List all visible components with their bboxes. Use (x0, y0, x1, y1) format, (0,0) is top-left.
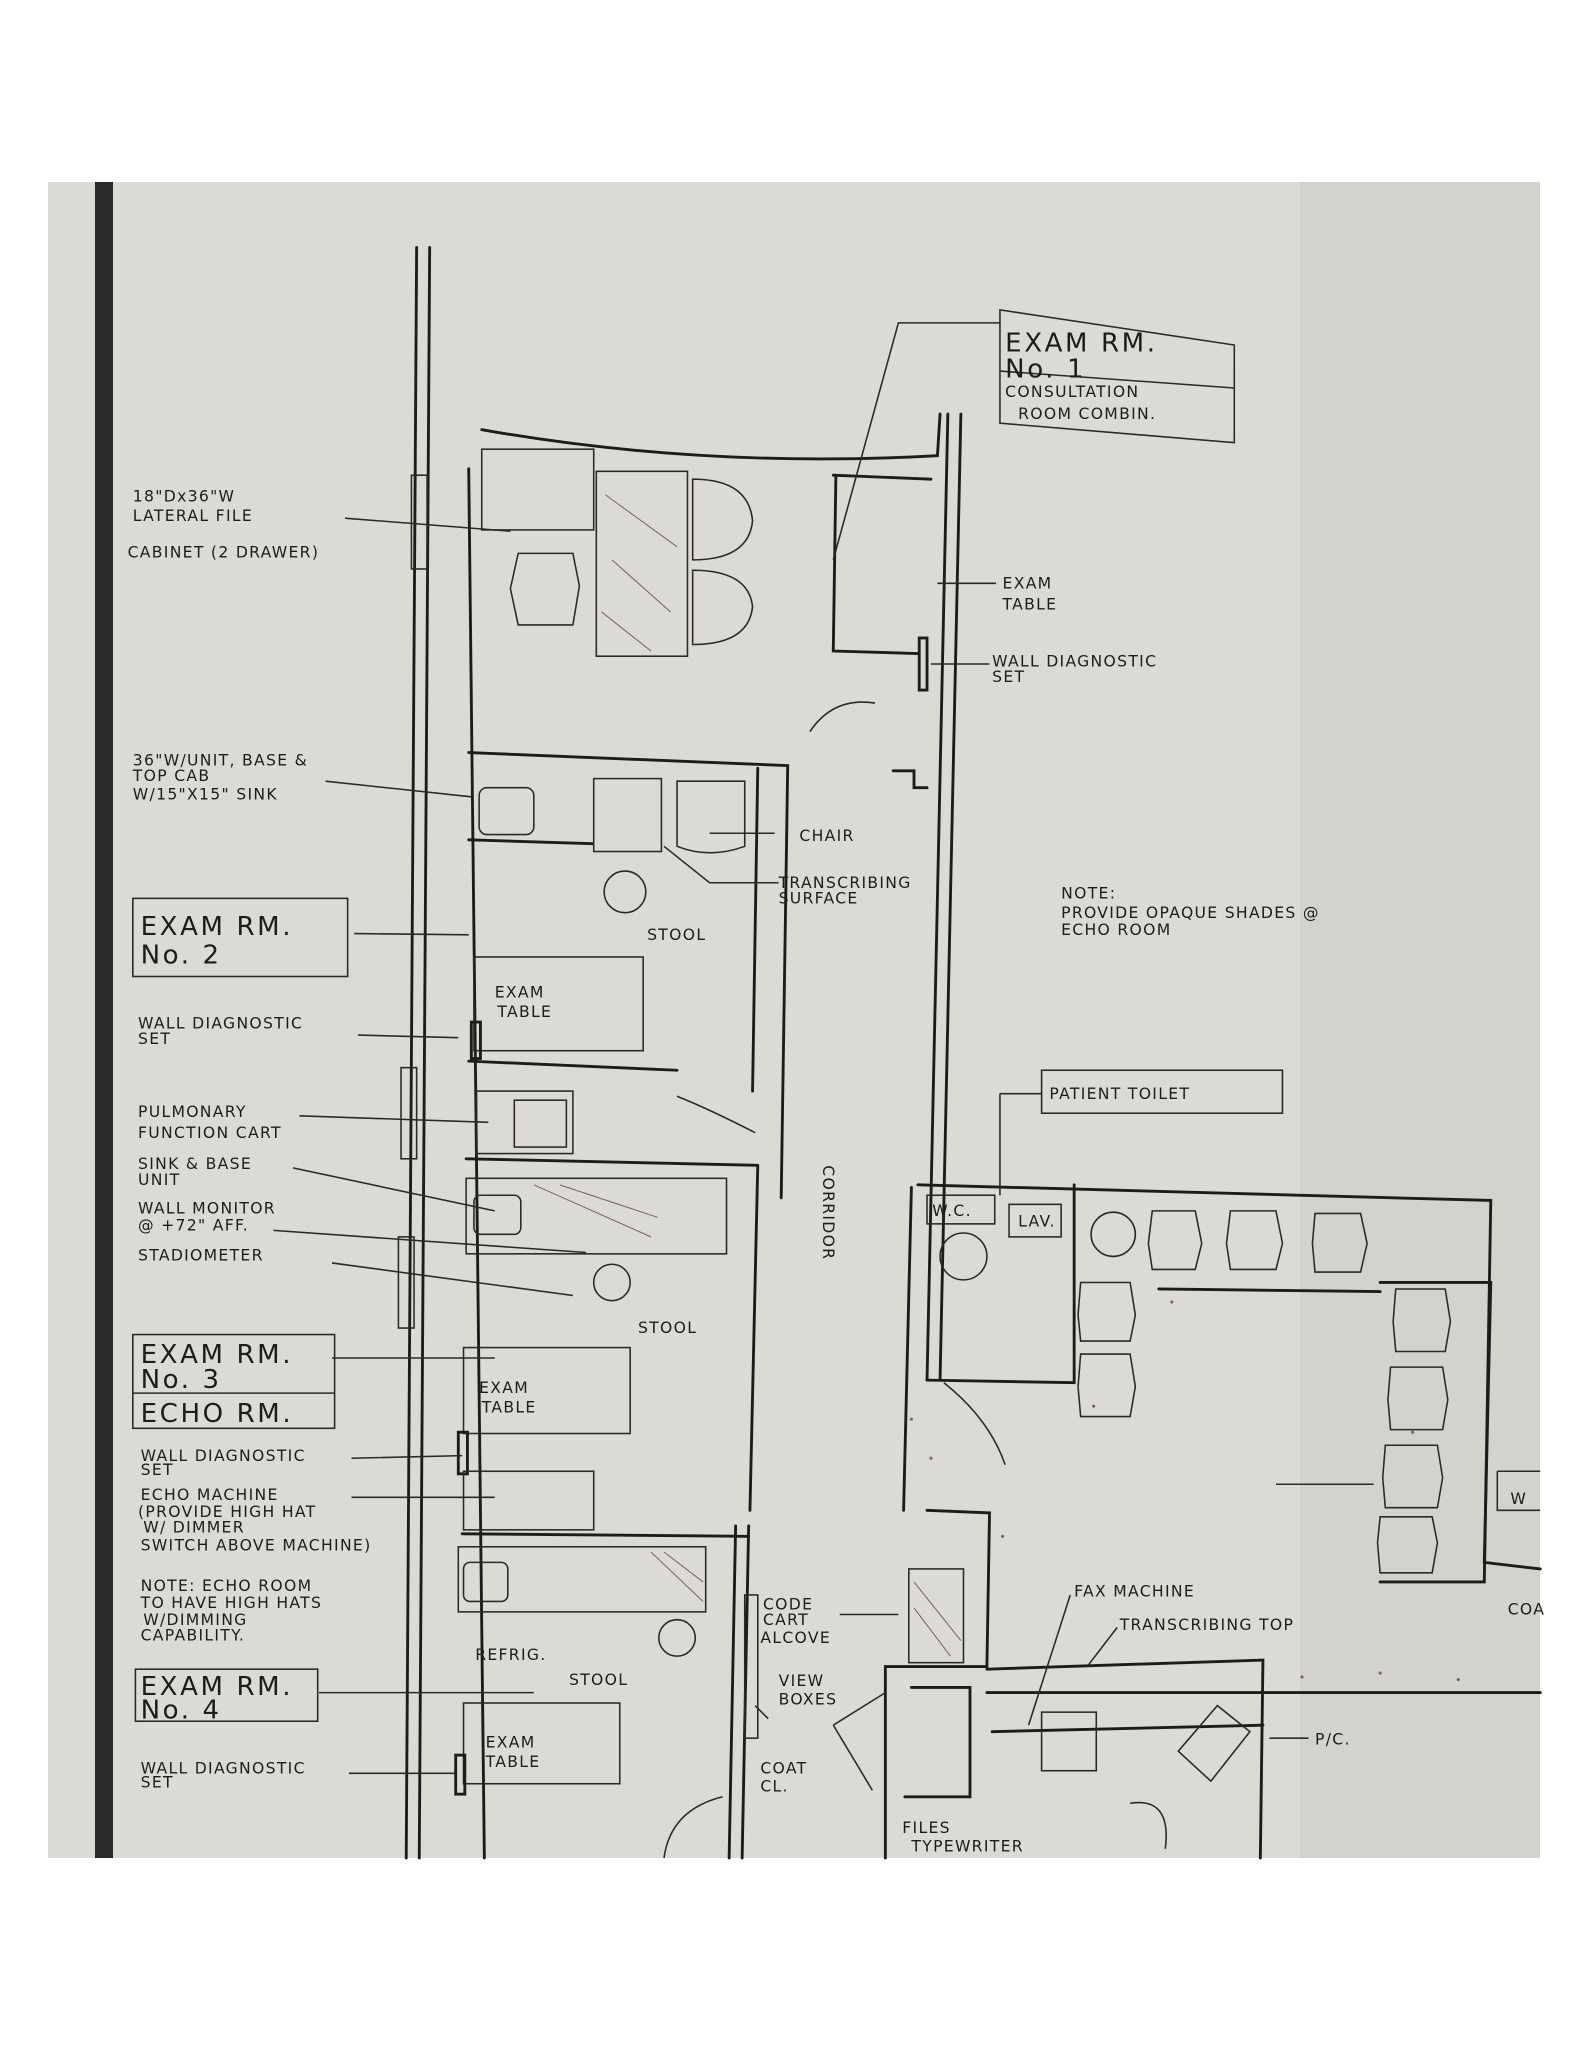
wall-diag-3-label-2: SET (141, 1461, 174, 1479)
exam-table-2-label-2: TABLE (496, 1003, 552, 1021)
wall-monitor-label-2: @ +72" AFF. (138, 1216, 249, 1234)
exam-room-3-number: No. 3 (141, 1365, 222, 1395)
file-cabinet-label-1: 18"Dx36"W (133, 487, 236, 505)
windows (397, 474, 759, 1739)
exam-room-2-tag: EXAM RM. No. 2 (141, 912, 293, 971)
pulmonary-cart-label-2: FUNCTION CART (138, 1124, 282, 1142)
wall-diag-3-label-1: WALL DIAGNOSTIC (141, 1447, 306, 1465)
transcribing-surface-label-1: TRANSCRIBING (778, 874, 912, 892)
annotations: 18"Dx36"W LATERAL FILE CABINET (2 DRAWER… (128, 487, 1546, 1855)
exam-room-1-tag: EXAM RM. No. 1 CONSULTATION ROOM COMBIN. (1005, 329, 1157, 424)
echo-machine-label-1: ECHO MACHINE (141, 1486, 279, 1504)
sink-base-label-2: UNIT (138, 1171, 180, 1189)
code-cart-label-3: ALCOVE (760, 1629, 831, 1647)
exam-room-3-tag: EXAM RM. No. 3 ECHO RM. (141, 1340, 294, 1429)
stool-2-label: STOOL (638, 1319, 697, 1337)
exam-table-3-label-2: TABLE (481, 1399, 537, 1417)
exam-room-3-title: EXAM RM. (141, 1340, 293, 1370)
note-shades-label-2: PROVIDE OPAQUE SHADES @ (1061, 904, 1320, 922)
partial-coa-label: COA (1508, 1600, 1546, 1618)
transcribing-top-label: TRANSCRIBING TOP (1119, 1616, 1294, 1634)
note-echo-label-3: W/DIMMING (143, 1611, 247, 1629)
stool-3-label: STOOL (569, 1671, 628, 1689)
exam-table-4-label-1: EXAM (486, 1733, 536, 1751)
leader-lines (273, 322, 1309, 1775)
nurse-station-furniture (832, 1568, 1252, 1849)
echo-machine-label-3: W/ DIMMER (143, 1518, 245, 1536)
note-shades-label-1: NOTE: (1061, 884, 1116, 902)
stadiometer-label: STADIOMETER (138, 1246, 264, 1264)
sink-unit-label-1: 36"W/UNIT, BASE & (133, 752, 308, 770)
echo-machine-label-2: (PROVIDE HIGH HAT (138, 1503, 317, 1521)
exam-room-2-title: EXAM RM. (141, 912, 293, 942)
exam-room-1-furniture (480, 448, 929, 733)
wall-diag-2-label-2: SET (138, 1030, 171, 1048)
exam-room-3-furniture (456, 1177, 728, 1531)
exam-room-4-title: EXAM RM. (141, 1672, 293, 1702)
sink-unit-label-3: W/15"X15" SINK (133, 785, 278, 803)
stool-1-label: STOOL (647, 926, 706, 944)
coat-closet-label-1: COAT (760, 1759, 807, 1777)
exam-room-1-title: EXAM RM. (1005, 329, 1157, 359)
toilet-and-waiting-furniture (909, 1194, 1541, 1682)
consultation-label: CONSULTATION (1005, 383, 1139, 401)
exam-table-4-label-2: TABLE (485, 1753, 541, 1771)
exam-table-3-label-1: EXAM (479, 1379, 529, 1397)
view-boxes-label-1: VIEW (779, 1672, 825, 1690)
room-tag-boxes (132, 308, 1284, 1723)
pulmonary-cart-label-1: PULMONARY (138, 1103, 247, 1121)
exam-room-1-number: No. 1 (1005, 355, 1086, 385)
coat-closet-label-2: CL. (760, 1778, 788, 1796)
view-boxes-label-2: BOXES (779, 1690, 838, 1708)
lav-label: LAV. (1018, 1212, 1056, 1230)
walls (404, 245, 1542, 1860)
chair-label: CHAIR (799, 827, 854, 845)
sink-unit-label-2: TOP CAB (132, 767, 211, 785)
wc-label: W.C. (932, 1202, 972, 1220)
wall-monitor-label-1: WALL MONITOR (138, 1199, 276, 1217)
plan-drawing: EXAM RM. No. 1 CONSULTATION ROOM COMBIN.… (128, 245, 1546, 1860)
wall-diag-4-label-1: WALL DIAGNOSTIC (141, 1759, 306, 1777)
echo-machine-label-4: SWITCH ABOVE MACHINE) (141, 1537, 372, 1555)
note-echo-label-4: CAPABILITY. (141, 1627, 245, 1645)
files-label: FILES (902, 1819, 951, 1837)
typewriter-label: TYPEWRITER (910, 1837, 1024, 1855)
note-echo-label-2: TO HAVE HIGH HATS (140, 1594, 323, 1612)
pc-label: P/C. (1315, 1731, 1351, 1749)
exam-room-4-number: No. 4 (141, 1696, 222, 1726)
file-cabinet-label-3: CABINET (2 DRAWER) (128, 543, 320, 561)
exam-table-1-label-1: EXAM (1003, 575, 1053, 593)
wall-diag-4-label-2: SET (141, 1774, 174, 1792)
exam-table-1-label-2: TABLE (1002, 595, 1058, 613)
code-cart-label-2: CART (763, 1611, 809, 1629)
wall-diag-1-label-2: SET (992, 668, 1025, 686)
paper-fold-shadow (1300, 182, 1540, 1858)
exam-room-4-furniture (454, 1545, 723, 1859)
echo-room-title: ECHO RM. (141, 1399, 294, 1429)
sink-base-label-1: SINK & BASE (138, 1155, 252, 1173)
paper-sheet (48, 182, 1540, 1858)
note-echo-label-1: NOTE: ECHO ROOM (141, 1577, 313, 1595)
code-cart-label-1: CODE (763, 1595, 813, 1613)
transcribing-surface-label-2: SURFACE (779, 890, 859, 908)
wall-diag-2-label-1: WALL DIAGNOSTIC (138, 1015, 303, 1033)
corridor-label: CORRIDOR (819, 1165, 837, 1260)
exam-room-4-tag: EXAM RM. No. 4 (141, 1672, 293, 1726)
room-combin-label: ROOM COMBIN. (1018, 405, 1156, 423)
fax-machine-label: FAX MACHINE (1074, 1582, 1195, 1600)
refrig-label: REFRIG. (475, 1646, 546, 1664)
binding-edge (95, 182, 113, 1858)
exam-room-2-number: No. 2 (141, 940, 222, 970)
exam-table-2-label-1: EXAM (495, 983, 545, 1001)
wall-diag-1-label-1: WALL DIAGNOSTIC (992, 653, 1157, 671)
note-shades-label-3: ECHO ROOM (1061, 921, 1171, 939)
partial-w-label: W (1510, 1490, 1527, 1508)
file-cabinet-label-2: LATERAL FILE (133, 507, 253, 525)
patient-toilet-tag: PATIENT TOILET (1049, 1085, 1190, 1103)
